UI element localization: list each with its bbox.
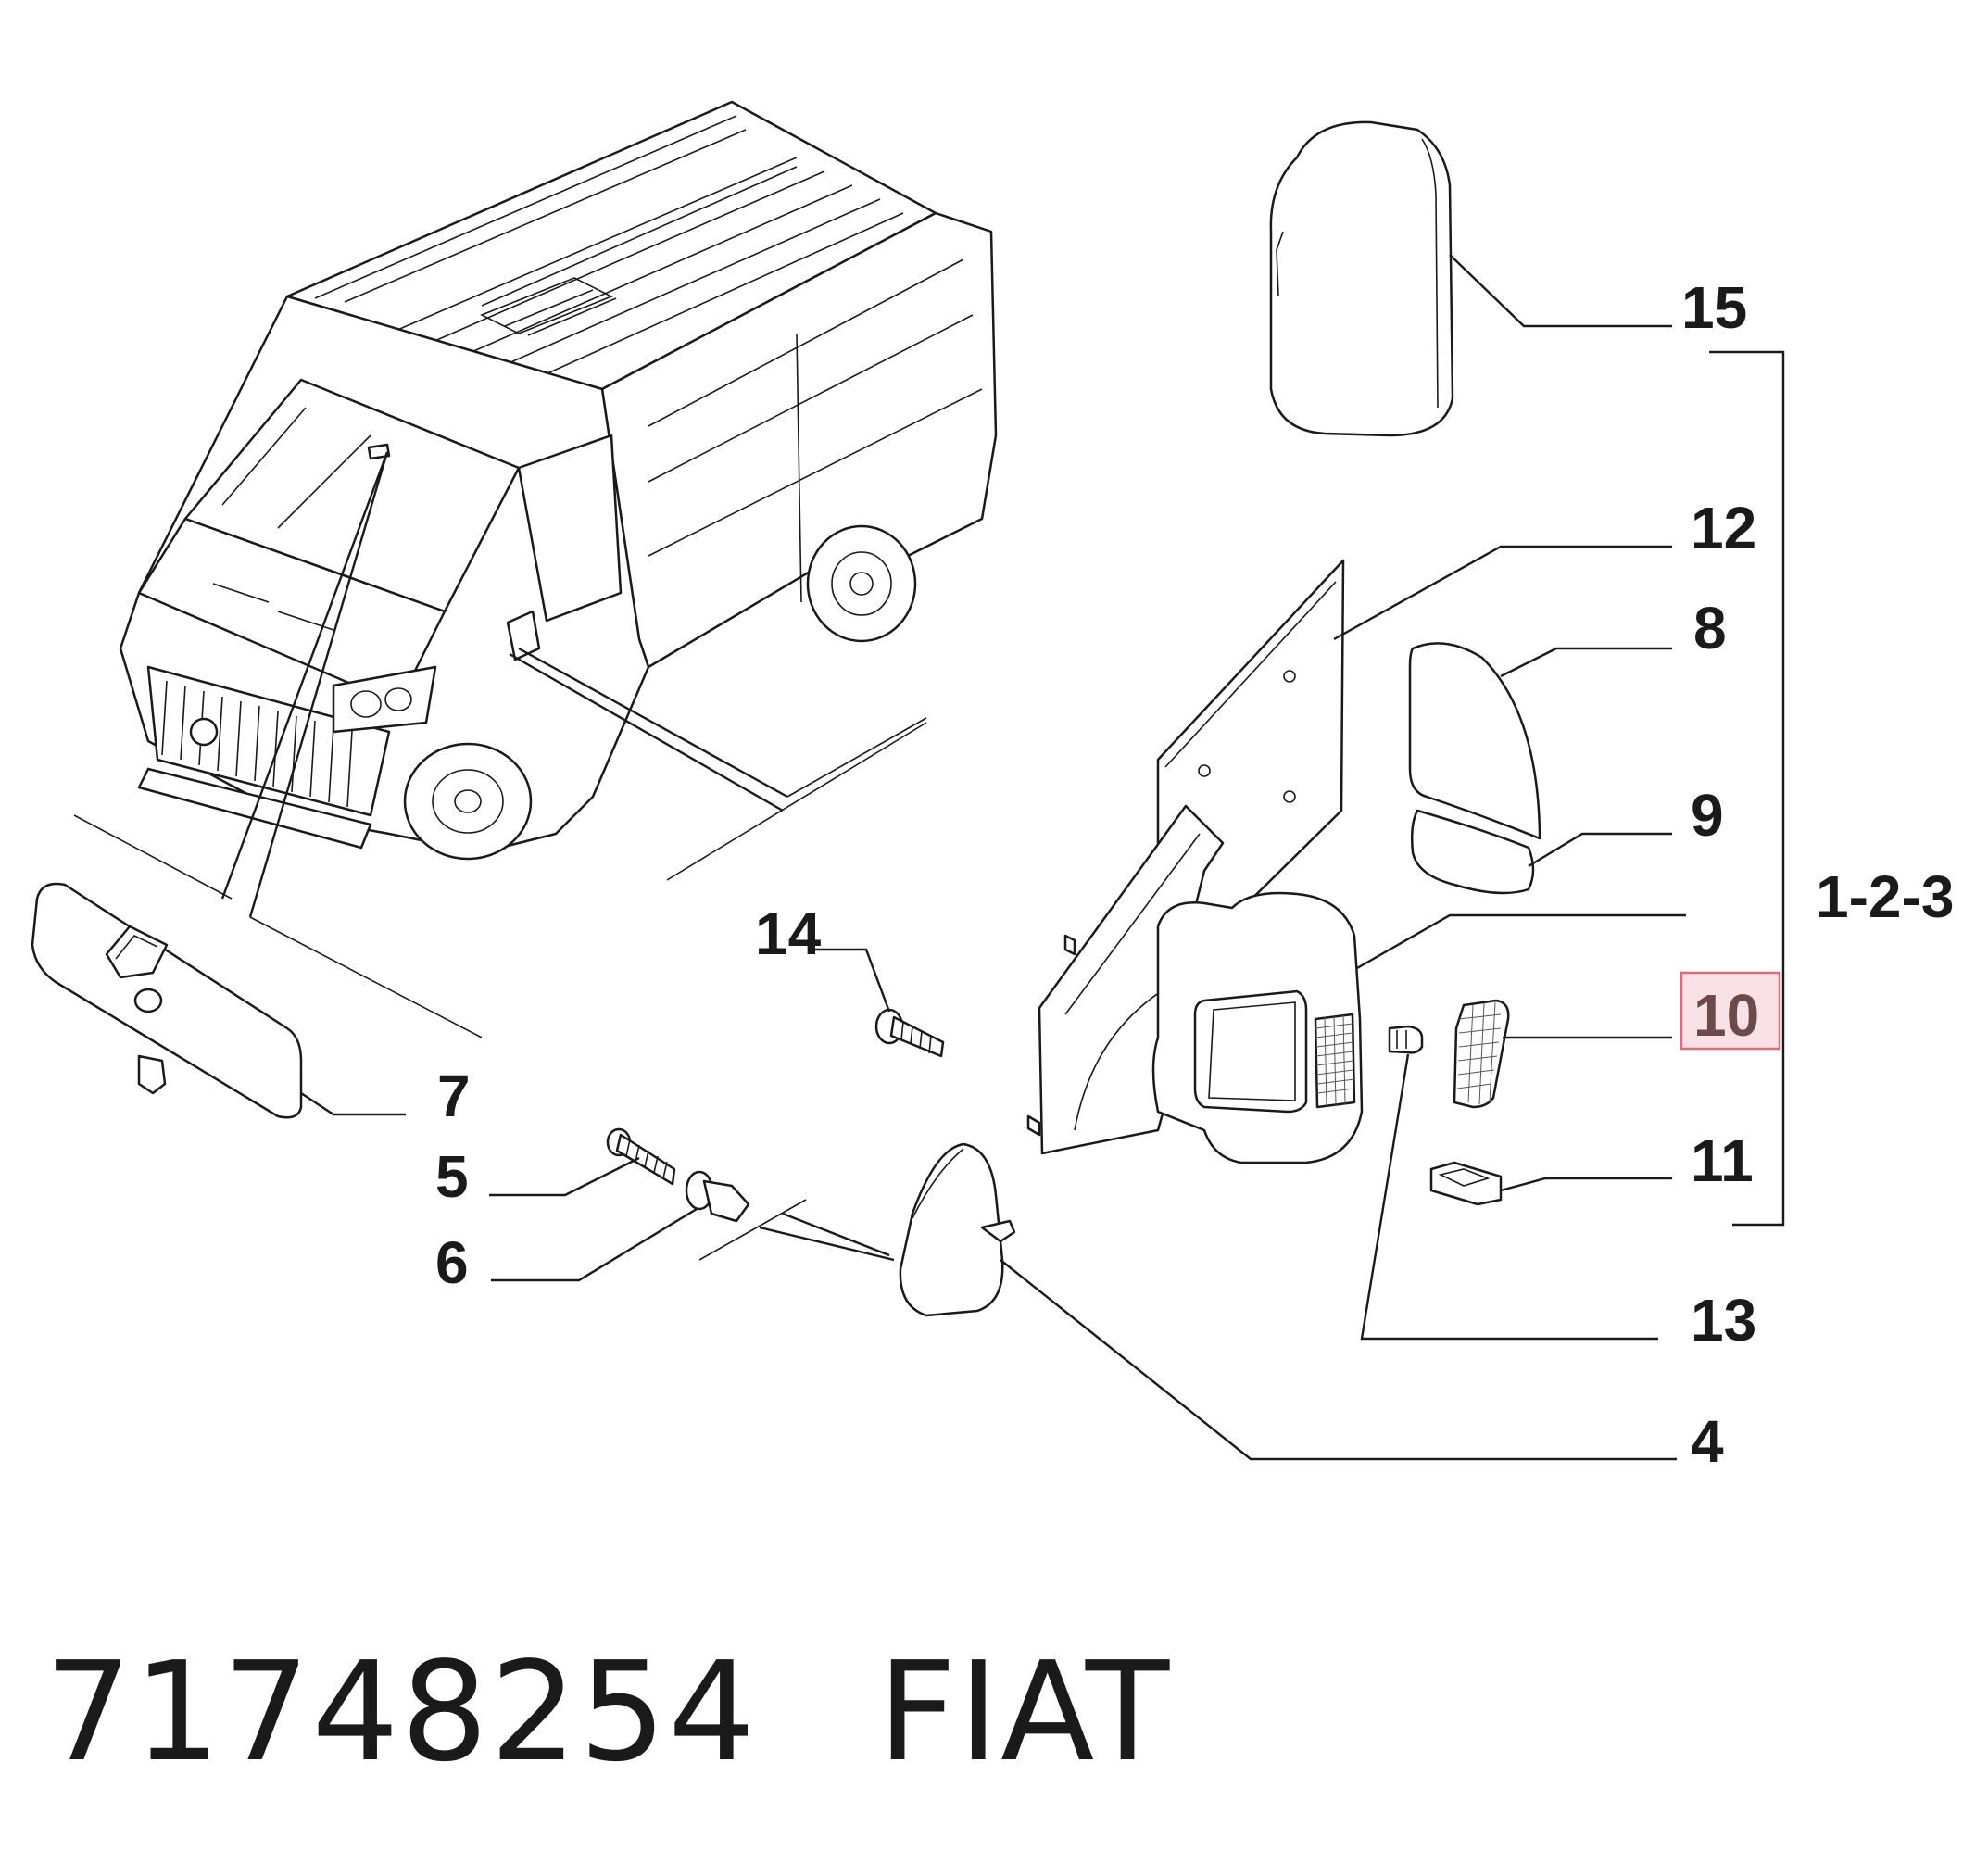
callout-9: 9 — [1691, 782, 1724, 849]
part-5-screw — [489, 1127, 676, 1197]
brand-name: FIAT — [877, 1632, 1172, 1792]
callout-5: 5 — [435, 1143, 469, 1210]
part-number: 71748254 — [44, 1632, 758, 1792]
callout-6: 6 — [435, 1229, 469, 1296]
part-4-arm-cover — [698, 1142, 1677, 1461]
part-15-mirror-cover — [1269, 120, 1672, 437]
part-10-indicator-lens — [1453, 999, 1672, 1109]
callout-10: 10 — [1693, 982, 1759, 1049]
callout-1-2-3: 1-2-3 — [1816, 863, 1954, 930]
callout-labels: 15 12 8 9 1-2-3 10 11 13 4 14 7 5 6 — [435, 274, 1954, 1475]
footer-caption: 71748254 FIAT — [44, 1632, 1171, 1792]
part-1-2-3-mirror-assembly — [1026, 804, 1686, 1164]
group-bracket — [1709, 350, 1785, 1227]
callout-14: 14 — [755, 900, 822, 967]
callout-4: 4 — [1691, 1408, 1724, 1475]
callout-12: 12 — [1691, 495, 1756, 561]
part-14-bolt — [815, 948, 945, 1058]
van-illustration — [119, 100, 998, 861]
callout-11: 11 — [1691, 1127, 1754, 1194]
callout-8: 8 — [1693, 595, 1727, 661]
callout-13: 13 — [1691, 1287, 1756, 1353]
part-13-bulb — [1360, 1025, 1658, 1341]
part-9-lower-glass — [1410, 809, 1672, 895]
van-leader-lines — [73, 451, 927, 1038]
part-6-clip — [491, 1170, 750, 1282]
callout-15: 15 — [1681, 274, 1747, 341]
part-7-interior-mirror — [31, 882, 406, 1119]
part-11-lamp — [1429, 1161, 1672, 1206]
part-8-mirror-glass — [1408, 642, 1672, 840]
part-12-mounting-plate — [1156, 545, 1672, 993]
highlight-box — [1680, 971, 1781, 1051]
callout-7: 7 — [437, 1063, 471, 1129]
